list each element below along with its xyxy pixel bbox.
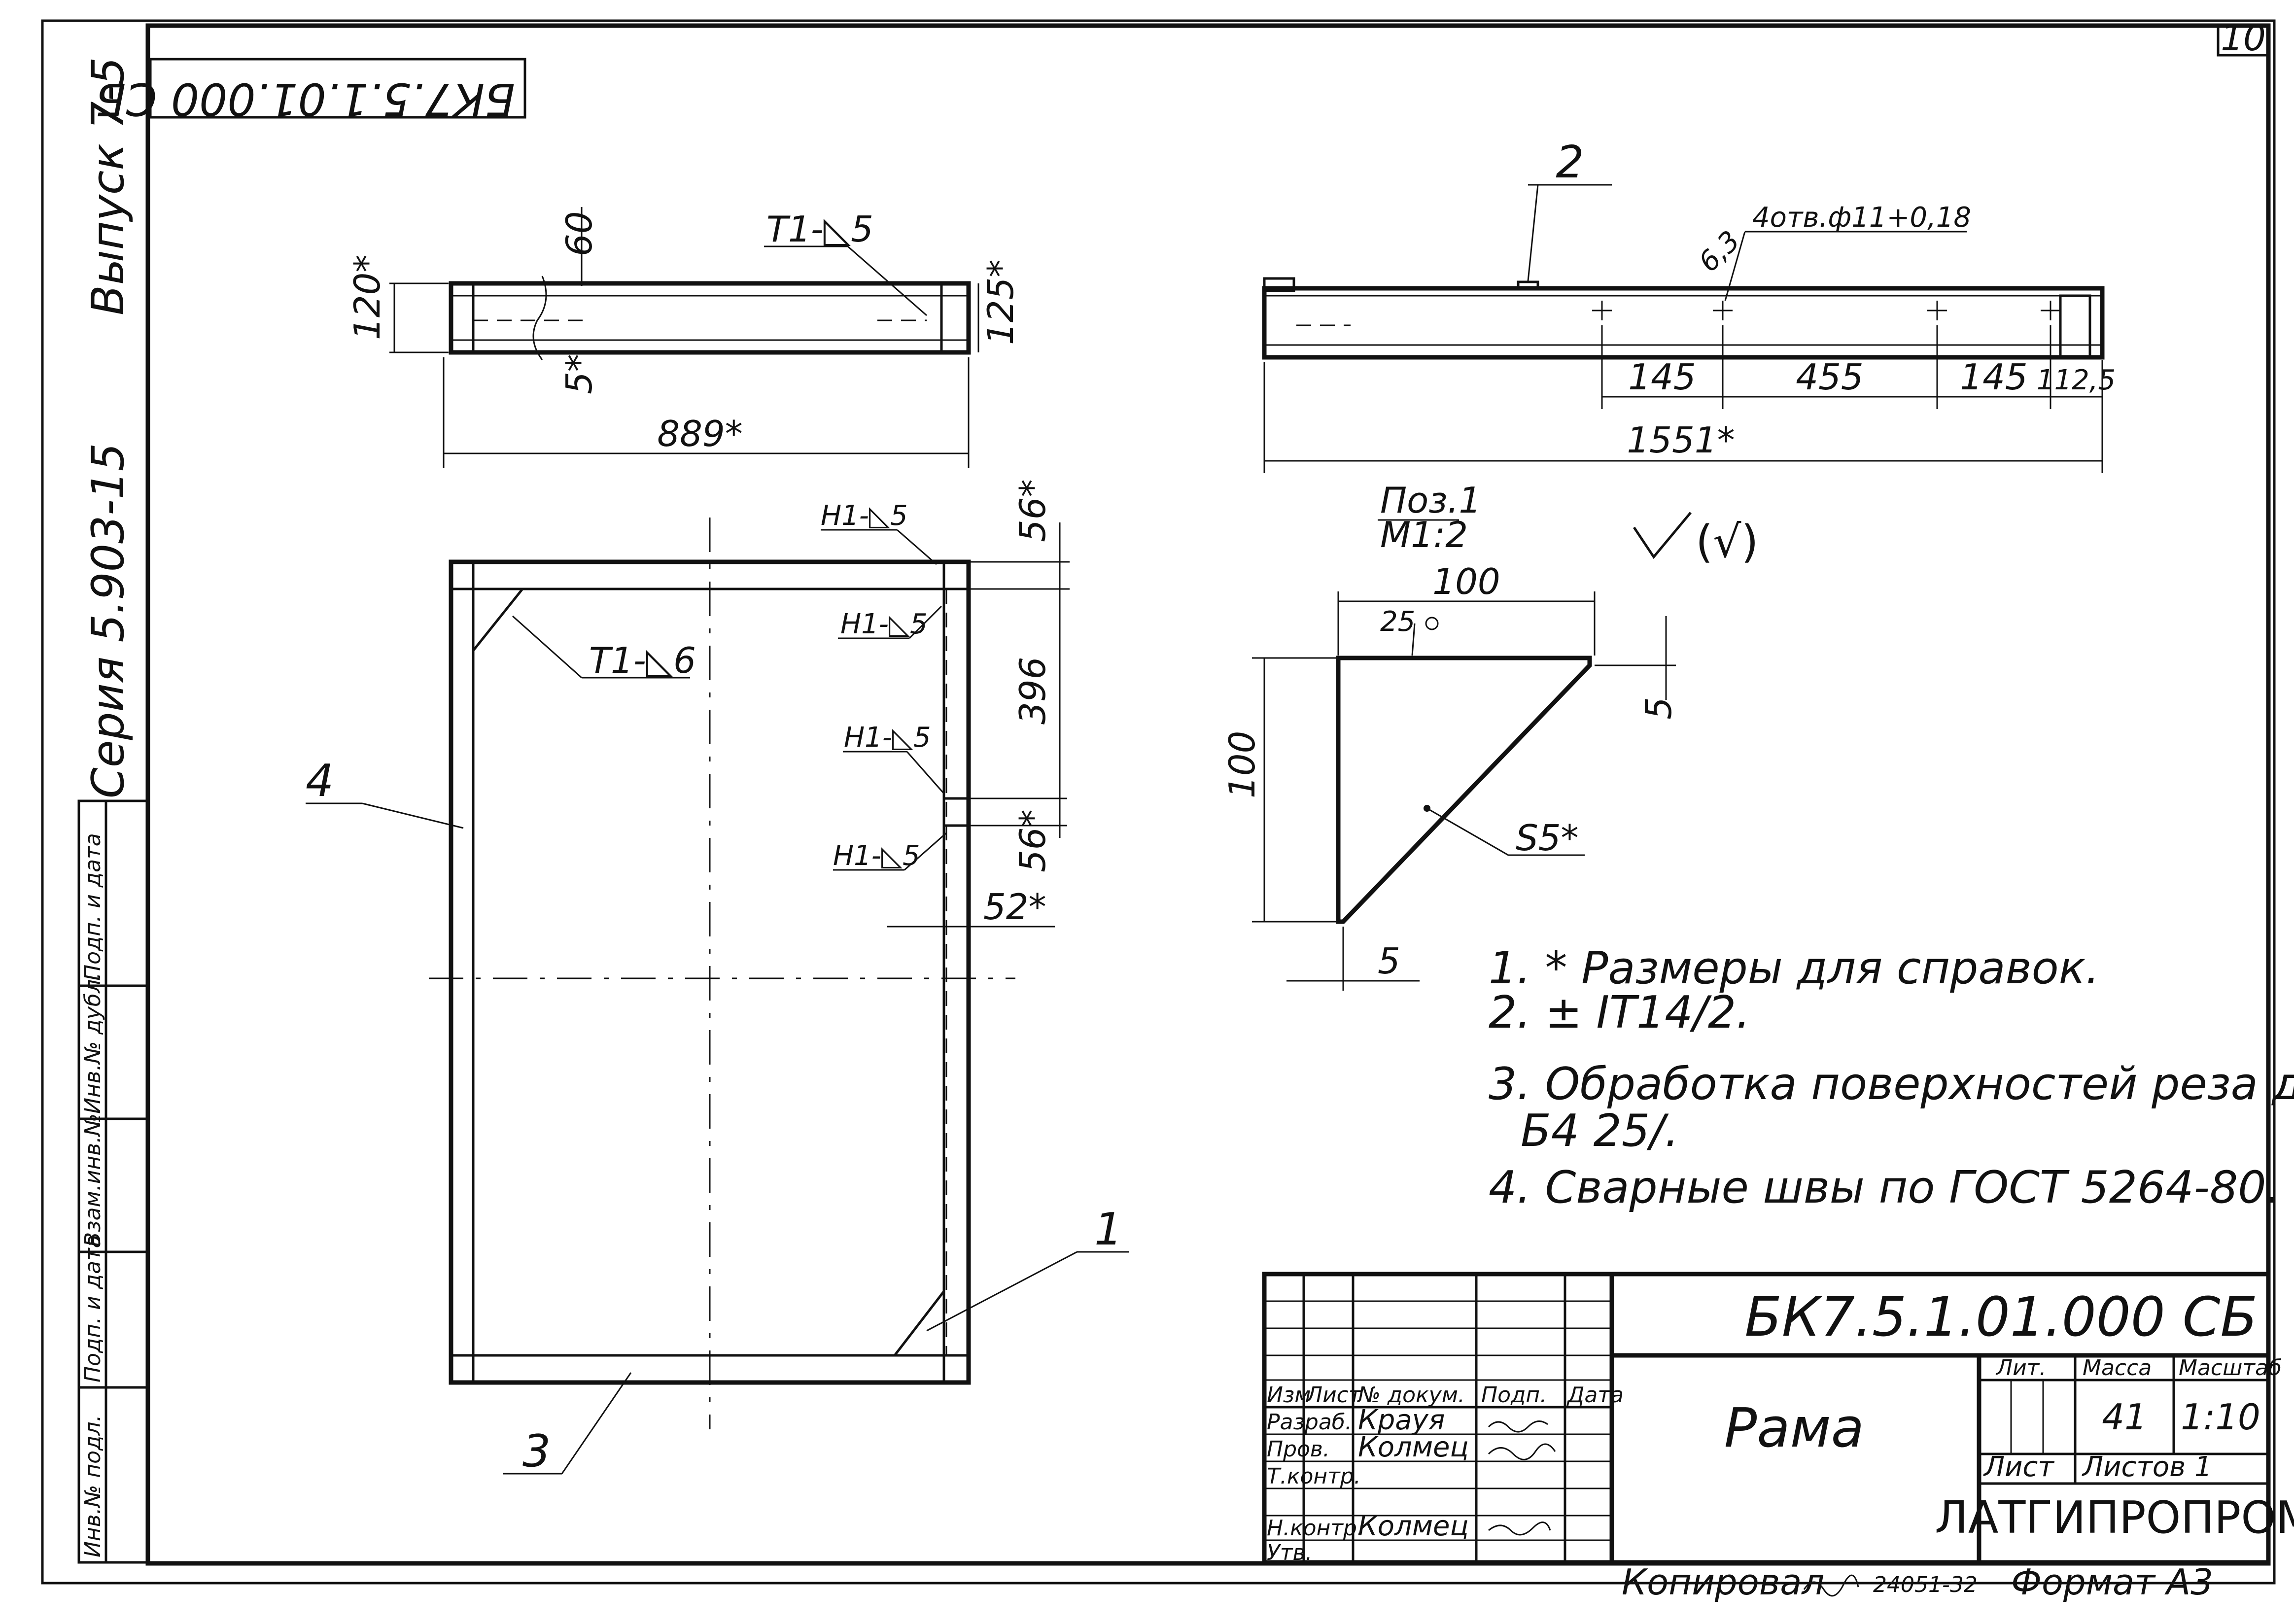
top-view: 120* 60 5* 125* Т1-◺5 889* [347,207,1021,468]
signature-2 [1488,1443,1556,1460]
detail-view: Поз.1 М1:2 (√) 100 100 5 5 25 S5* [1221,480,1759,991]
note-3-cont: Б4 25/. [1521,1105,1679,1157]
side-holes-label: 4отв.ф11+0,18 [1752,202,1971,234]
top-dim-125: 125* [980,260,1021,345]
side-stamp-cell-1: Инв.№ подл. [80,1415,105,1557]
tb-scale: 1:10 [2181,1396,2260,1438]
plan-pos3: 3 [522,1425,551,1477]
detail-dim-height: 100 [1221,731,1263,798]
top-dim-889: 889* [657,413,742,454]
side-stamp: Подп. и дата Инв.№ дубл. Взам.инв.№ Подп… [77,799,149,1564]
tb-role-5: Утв. [1267,1540,1312,1565]
plan-dim-mid: 56* [1012,809,1053,872]
tb-name-4: Колмец [1358,1510,1469,1542]
plan-weld-inner: Н1-◺5 [840,608,928,640]
tb-role-3: Т.контр. [1267,1464,1361,1489]
tb-org: ЛАТГИПРОПРОМ [1935,1492,2294,1544]
footer-signature [1803,1574,1859,1597]
plan-pos1: 1 [1094,1204,1122,1255]
rotated-stamp-box [149,58,526,119]
tb-header-izm: Изм [1267,1382,1311,1408]
drawing-frame [145,23,2271,1566]
plan-weld-mid: Н1-◺5 [844,722,931,754]
issue-label: Выпуск 7-5 [82,57,134,315]
roughness-check-icon [1633,512,1692,559]
top-dim-height: 120* [347,255,388,340]
rotated-stamp-code: БК7.5.1.01.000 СБ [96,73,515,125]
series-label: Серия 5.903-15 [82,443,134,798]
tb-header-doc: № докум. [1356,1382,1465,1408]
side-dim-2: 455 [1796,356,1863,398]
side-stamp-cell-4: Инв.№ дубл. [80,972,105,1114]
tb-name-2: Колмец [1358,1431,1469,1463]
detail-dim-chamfer-bottom: 5 [1378,940,1400,982]
plan-weld-top: Н1-◺5 [821,500,908,532]
side-dim-4: 112,5 [2037,364,2116,396]
title-block: Изм Лист № докум. Подп. Дата Разраб. Кра… [1262,1272,2294,1565]
tb-role-2: Пров. [1267,1437,1330,1462]
tb-lit-label: Лит. [1995,1355,2046,1381]
detail-roughness-sign: (√) [1696,516,1759,568]
plan-pos4: 4 [306,755,334,807]
tb-mass: 41 [2102,1396,2147,1438]
tb-role-1: Разраб. [1267,1410,1352,1435]
plan-dim-side: 52* [983,886,1046,928]
plan-weld-low: Н1-◺5 [833,840,920,872]
top-dim-60: 60 [558,211,600,256]
tb-sheets-label: Листов 1 [2082,1451,2212,1483]
footer-copied: Копировал [1622,1561,1824,1603]
note-2: 2. ± IT14/2. [1489,987,1750,1038]
tb-mass-label: Масса [2083,1355,2152,1381]
detail-dim-width: 100 [1432,561,1500,602]
side-stamp-cell-3: Взам.инв.№ [80,1113,105,1247]
tb-header-date: Дата [1566,1382,1624,1408]
tb-role-4: Н.контр. [1267,1516,1364,1541]
outer-frame [41,19,2276,1585]
tb-header-sign: Подп. [1481,1382,1547,1408]
tb-scale-label: Масштаб [2179,1355,2282,1381]
sheet-number-box [2217,24,2270,57]
detail-dim-chamfer-top: 5 [1638,697,1679,720]
side-view: 2 4отв.ф11+0,18 6,3 145 455 145 112,5 15… [1262,137,2116,473]
detail-title-bottom: М1:2 [1380,514,1468,555]
detail-weld-mark: 25 [1380,606,1415,638]
note-1: 1. * Размеры для справок. [1489,942,2100,994]
side-dim-3: 145 [1960,356,2027,398]
side-roughness: 6,3 [1693,225,1746,278]
side-dim-1551: 1551* [1627,419,1735,461]
plan-dim-top: 56* [1012,479,1053,542]
note-4: 4. Сварные швы по ГОСТ 5264-80. [1489,1162,2280,1213]
notes: 1. * Размеры для справок. 2. ± IT14/2. 3… [1489,942,2294,1213]
top-dim-5: 5* [558,354,600,394]
footer-format: Формат А3 [2011,1561,2213,1603]
footer: Копировал 24051-32 Формат А3 [1622,1561,2213,1603]
tb-header-list: Лист [1305,1382,1362,1408]
side-pos2-label: 2 [1556,137,1584,188]
signature-1 [1488,1420,1548,1433]
footer-order: 24051-32 [1873,1572,1978,1597]
tb-name-1: Крауя [1358,1404,1445,1436]
tb-code: БК7.5.1.01.000 СБ [1744,1285,2258,1348]
tb-name: Рама [1724,1396,1864,1459]
plan-weld-t1: Т1-◺6 [589,640,696,681]
plan-dim-396: 396 [1012,657,1053,725]
side-stamp-cell-5: Подп. и дата [80,833,105,981]
detail-thickness: S5* [1516,817,1579,859]
side-dim-1: 145 [1628,356,1696,398]
top-weld-label: Т1-◺5 [766,208,873,250]
tb-sheet-label: Лист [1983,1451,2054,1483]
signature-3 [1488,1521,1551,1536]
sheet-number: 10 [2221,17,2266,59]
plan-view: 56* 396 56* 52* Н1-◺5 Н1-◺5 Т1-◺6 Н1-◺5 … [306,479,1129,1477]
side-stamp-cell-2: Подп. и дата [80,1235,105,1382]
note-3: 3. Обработка поверхностей реза деталей [1489,1058,2294,1110]
detail-title-top: Поз.1 [1380,480,1481,521]
